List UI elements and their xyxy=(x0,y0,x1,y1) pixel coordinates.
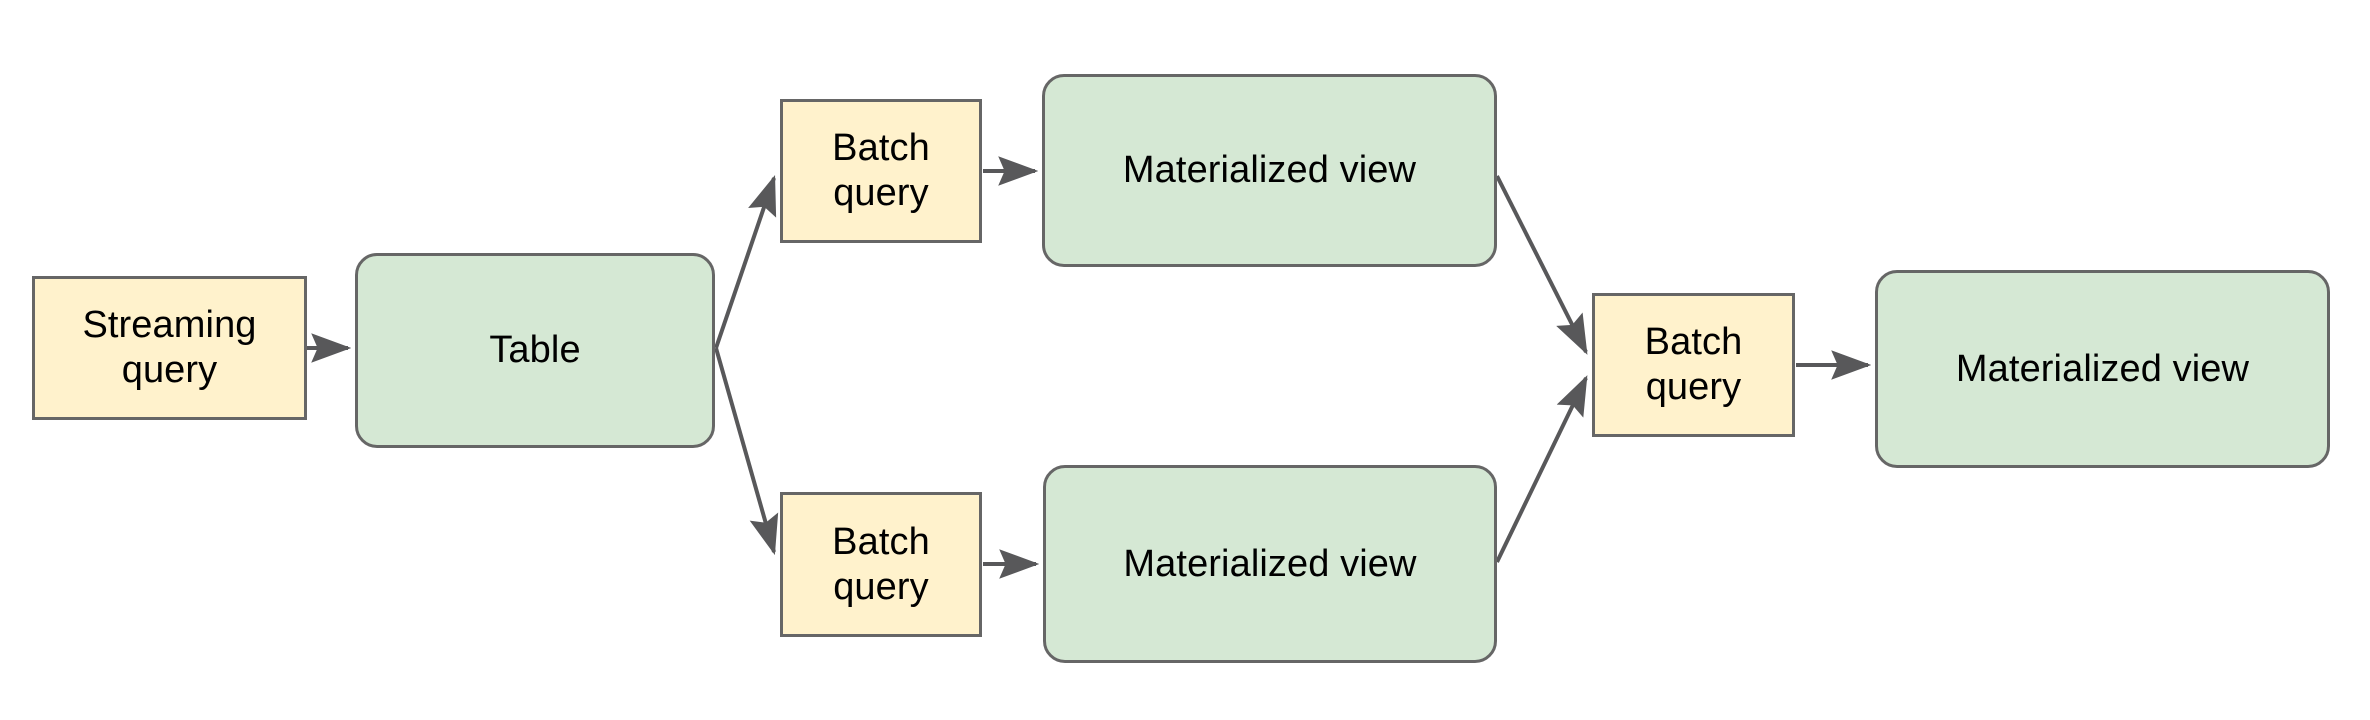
node-batch-query-merge-label: Batch query xyxy=(1644,321,1743,408)
node-batch-query-top-label: Batch query xyxy=(832,127,930,214)
edge-table-to-batch-query-bottom xyxy=(714,347,779,556)
node-materialized-view-final[interactable]: Materialized view xyxy=(1875,270,2330,468)
edge-table-to-batch-query-top xyxy=(714,174,777,349)
node-batch-query-merge[interactable]: Batch query xyxy=(1592,293,1795,437)
node-materialized-view-top[interactable]: Materialized view xyxy=(1042,74,1497,267)
edge-materialized-view-bottom-to-batch-query-merge xyxy=(1495,375,1588,563)
node-materialized-view-top-label: Materialized view xyxy=(1122,149,1417,192)
node-materialized-view-bottom-label: Materialized view xyxy=(1123,542,1417,585)
node-streaming-query[interactable]: Streaming query xyxy=(32,276,307,420)
node-materialized-view-bottom[interactable]: Materialized view xyxy=(1043,465,1497,663)
node-batch-query-top[interactable]: Batch query xyxy=(780,99,982,243)
node-batch-query-bottom-label: Batch query xyxy=(832,520,930,608)
node-batch-query-bottom[interactable]: Batch query xyxy=(780,492,982,637)
node-table[interactable]: Table xyxy=(355,253,715,448)
node-table-label: Table xyxy=(489,329,581,372)
node-streaming-query-label: Streaming query xyxy=(82,304,257,391)
node-materialized-view-final-label: Materialized view xyxy=(1955,347,2250,390)
edge-materialized-view-top-to-batch-query-merge xyxy=(1495,175,1588,355)
